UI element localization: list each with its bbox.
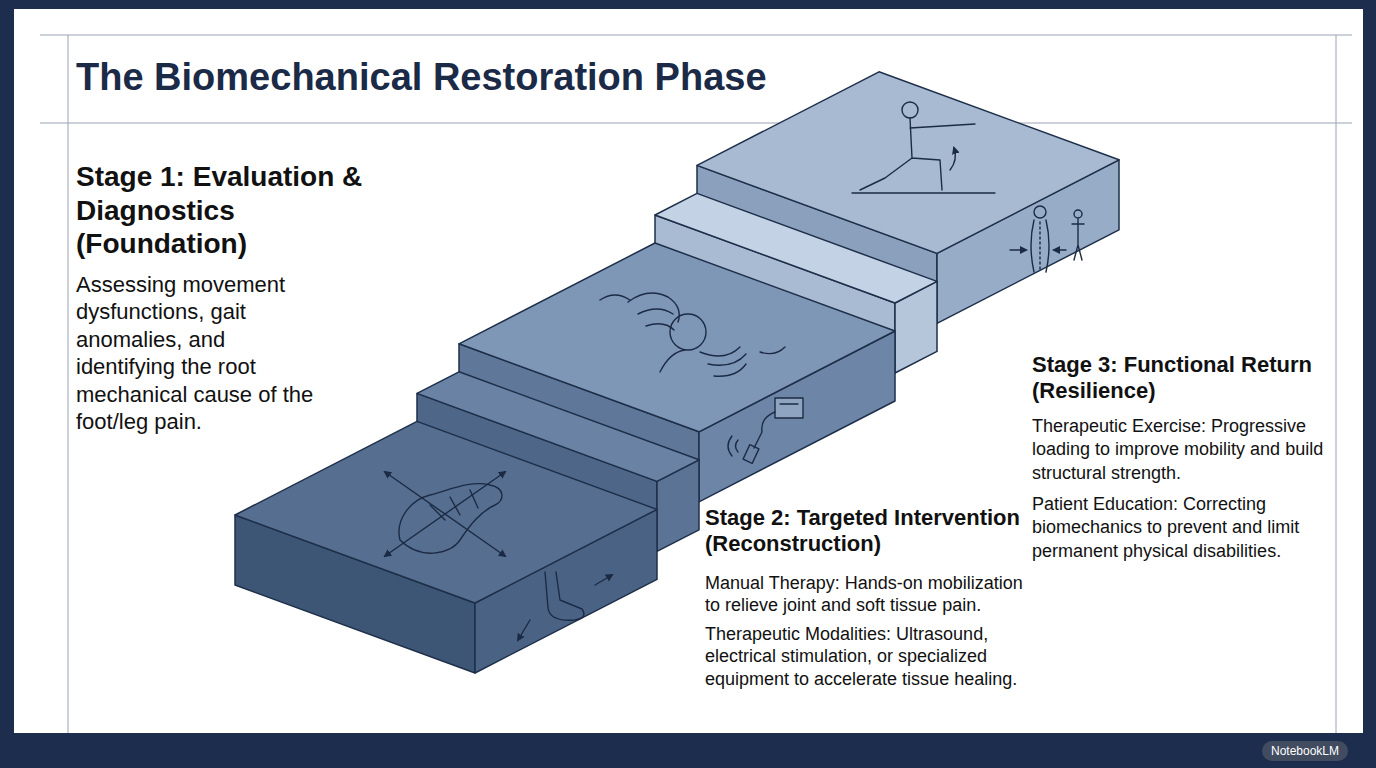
stage-text-block: Stage 2: Targeted Intervention (Reconstr… xyxy=(705,505,1027,690)
stage-description: Therapeutic Exercise: Progressive loadin… xyxy=(1032,415,1332,485)
stage-heading: Stage 2: Targeted Intervention (Reconstr… xyxy=(705,505,1027,558)
stage-text-block: Stage 1: Evaluation & Diagnostics (Found… xyxy=(76,160,376,436)
hand-icon xyxy=(600,295,785,372)
rule-line xyxy=(40,123,1352,124)
figure-body xyxy=(860,118,975,190)
motion-arrow xyxy=(1054,249,1066,250)
foot-bones xyxy=(430,490,478,520)
wave-icon xyxy=(728,436,738,456)
stage-description: Manual Therapy: Hands-on mobilization to… xyxy=(705,572,1027,617)
figure-body xyxy=(1072,219,1084,260)
device-icon xyxy=(775,398,803,418)
rule-line xyxy=(68,35,69,733)
figure-body xyxy=(1031,220,1049,272)
watermark-label: NotebookLM xyxy=(1262,741,1348,761)
rule-line xyxy=(40,35,1352,36)
stage-description: Therapeutic Modalities: Ultrasound, elec… xyxy=(705,623,1027,691)
probe-icon xyxy=(743,445,759,464)
ground-line xyxy=(852,192,995,193)
device-cord xyxy=(754,412,775,448)
white-panel xyxy=(14,9,1363,733)
stage-description: Patient Education: Correcting biomechani… xyxy=(1032,493,1332,563)
rule-line xyxy=(1336,35,1337,733)
diagram-title: The Biomechanical Restoration Phase xyxy=(76,56,767,100)
foot-icon xyxy=(545,572,584,620)
joint-icon xyxy=(670,314,706,350)
figure-head xyxy=(1074,210,1082,218)
stage-heading: Stage 1: Evaluation & Diagnostics (Found… xyxy=(76,160,376,261)
stage-text-block: Stage 3: Functional Return (Resilience) T… xyxy=(1032,352,1332,563)
motion-arrow xyxy=(595,575,612,585)
step-top-face xyxy=(235,421,657,603)
motion-arrow xyxy=(1010,249,1026,250)
hand-icon xyxy=(628,293,679,330)
motion-arrow xyxy=(385,472,505,556)
device-icon xyxy=(780,403,798,404)
motion-arrow xyxy=(518,620,530,640)
figure-head xyxy=(1034,206,1046,218)
motion-arrow xyxy=(385,472,505,556)
motion-arrow xyxy=(950,148,955,170)
stage-description: Assessing movement dysfunctions, gait an… xyxy=(76,271,316,436)
spine-line xyxy=(1039,222,1040,270)
figure-head xyxy=(902,102,918,118)
stage-heading: Stage 3: Functional Return (Resilience) xyxy=(1032,352,1332,405)
hand-icon xyxy=(700,347,746,376)
